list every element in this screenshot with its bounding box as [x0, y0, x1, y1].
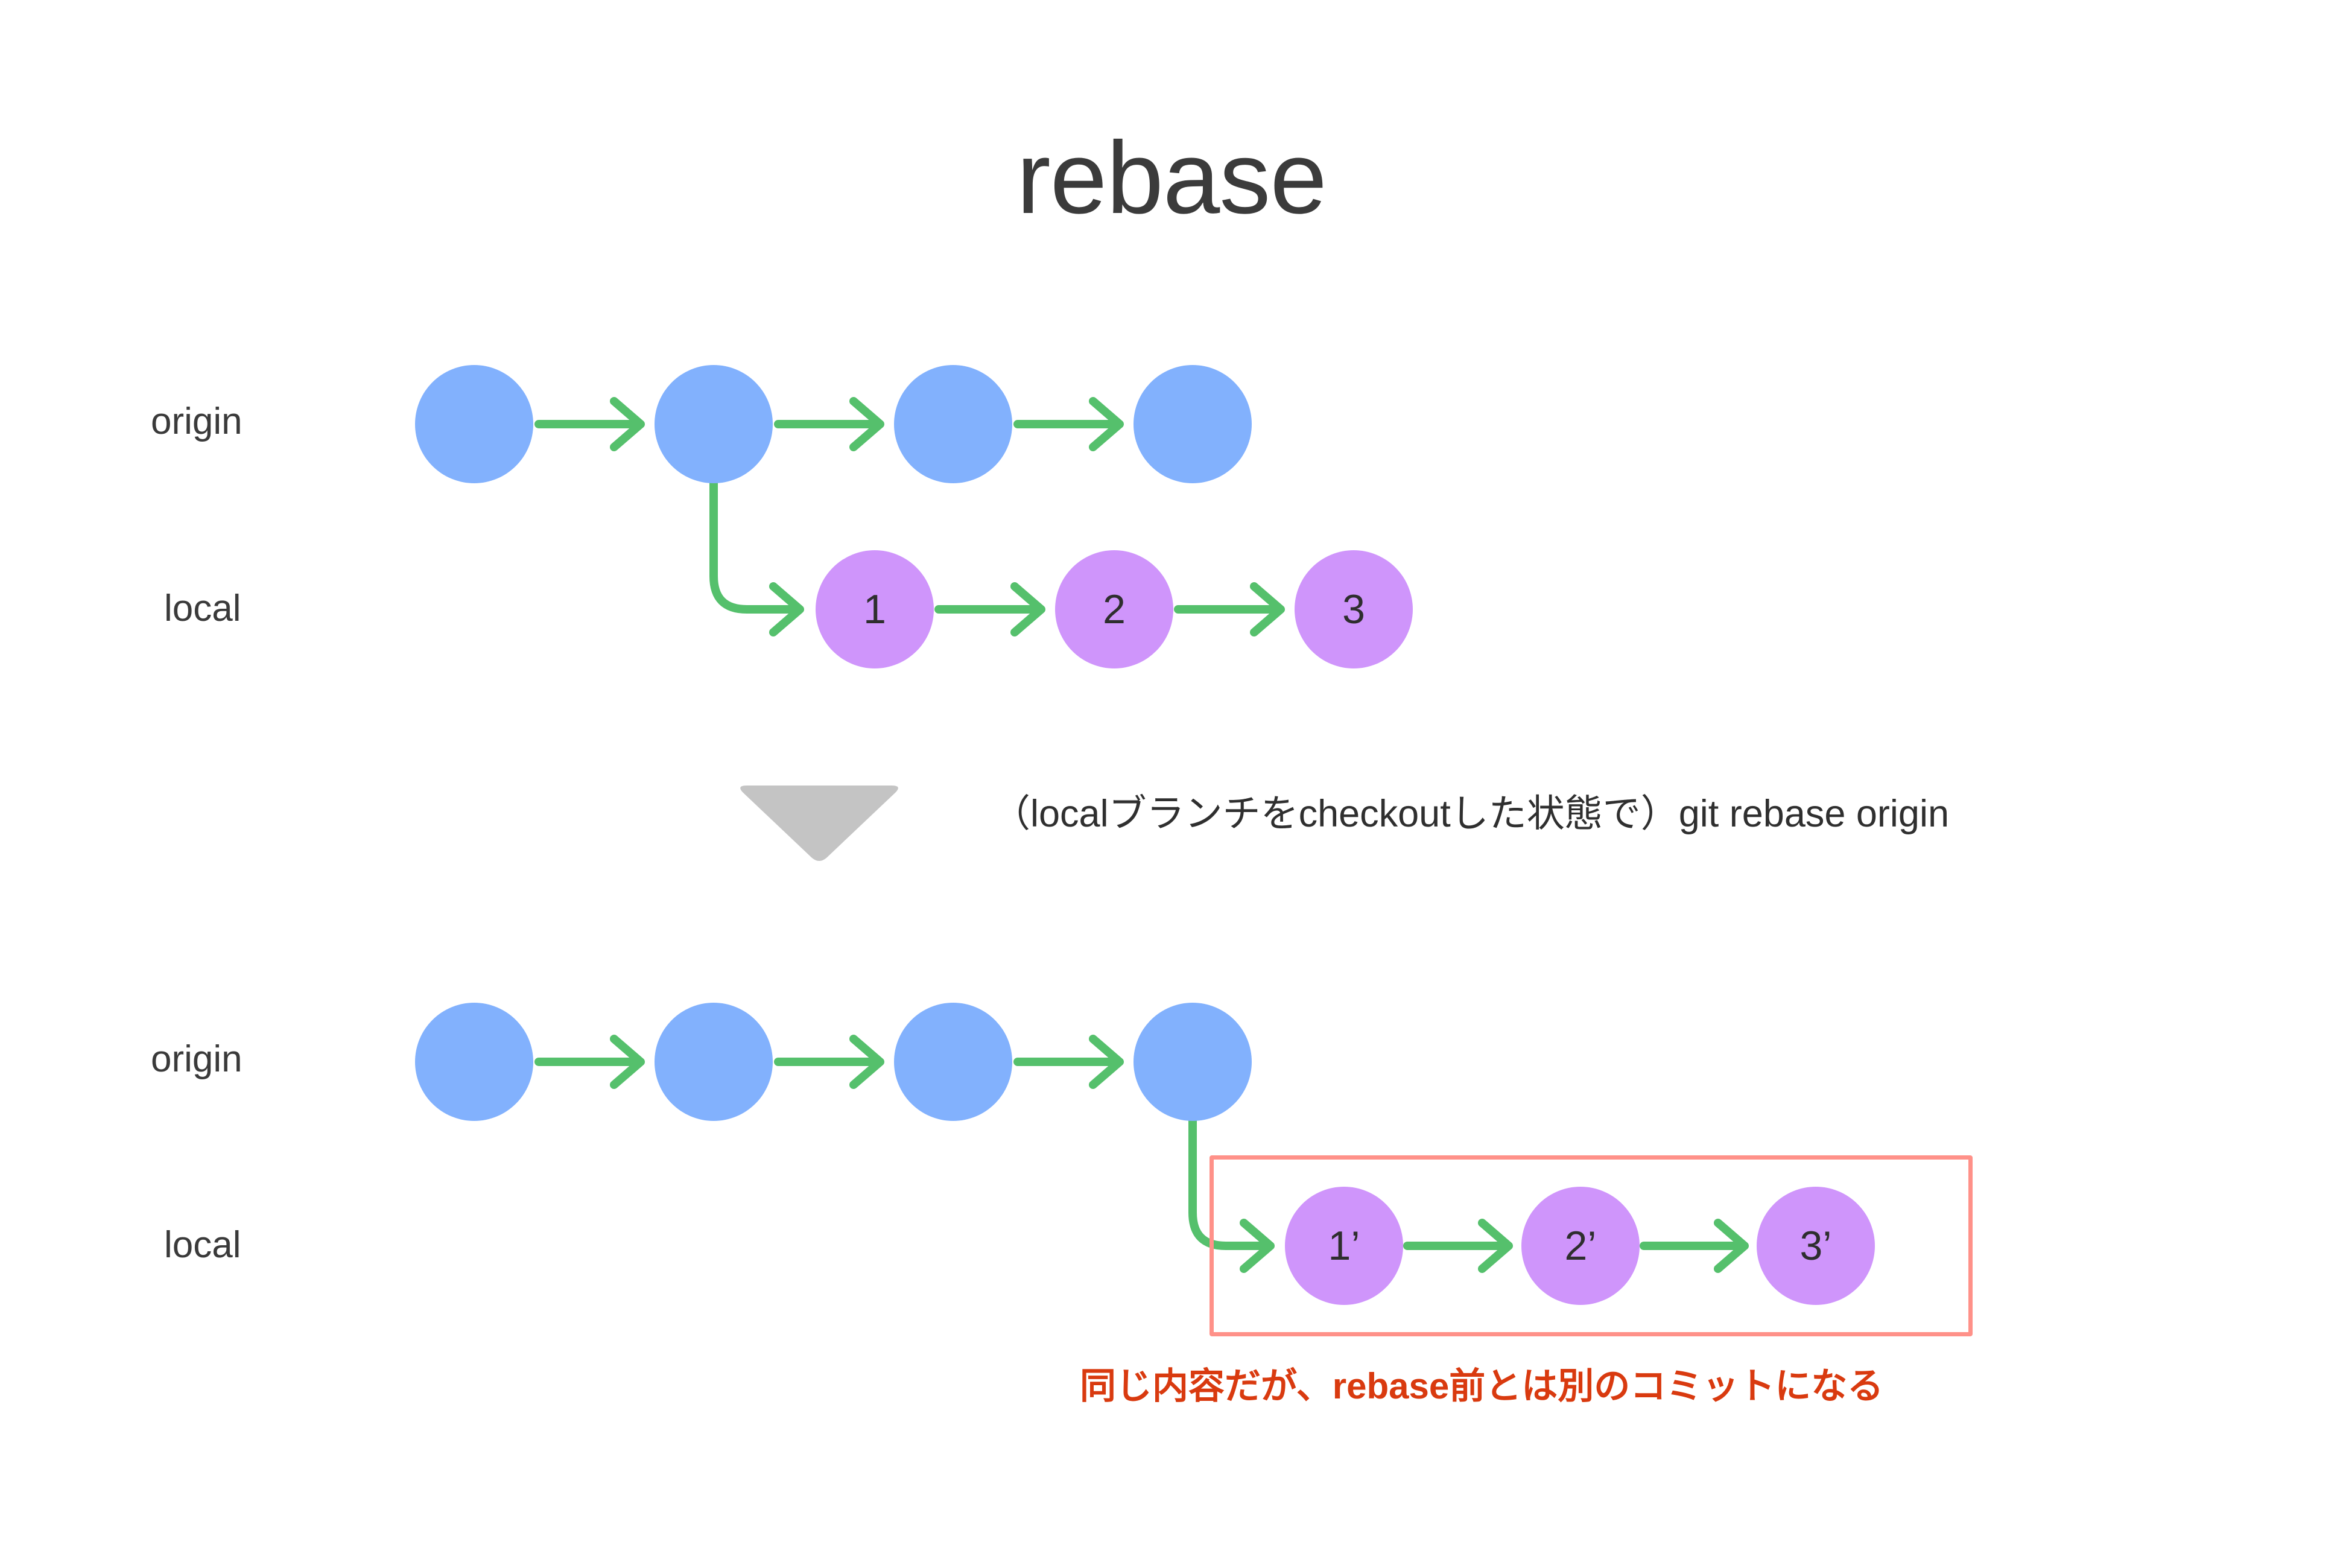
local-commit-node[interactable]: 3: [1295, 550, 1413, 668]
arrow-origin-1-2: [534, 397, 645, 451]
origin-commit-node[interactable]: [655, 365, 773, 483]
arrow-local-1-2: [934, 582, 1045, 636]
origin-commit-node[interactable]: [415, 365, 533, 483]
local-commit-node[interactable]: 3’: [1757, 1187, 1875, 1305]
arrow-origin2-3-4: [1013, 1035, 1124, 1089]
local-row-label-after: local: [164, 1224, 241, 1266]
origin-commit-node[interactable]: [1133, 1003, 1252, 1121]
page-title: rebase: [1016, 121, 1327, 235]
local-commit-node[interactable]: 2’: [1521, 1187, 1640, 1305]
local-row-label-before: local: [164, 588, 241, 629]
arrow-origin2-2-3: [774, 1035, 884, 1089]
arrow-origin-3-4: [1013, 397, 1124, 451]
arrow-origin2-1-2: [534, 1035, 645, 1089]
origin-row-label-after: origin: [151, 1038, 243, 1080]
arrow-origin-2-3: [774, 397, 884, 451]
origin-commit-node[interactable]: [655, 1003, 773, 1121]
origin-commit-node[interactable]: [1133, 365, 1252, 483]
origin-commit-node[interactable]: [894, 365, 1012, 483]
origin-row-label-before: origin: [151, 401, 243, 442]
local-commit-node[interactable]: 1: [816, 550, 934, 668]
local-commit-node[interactable]: 2: [1055, 550, 1173, 668]
transition-caption: （localブランチをcheckoutした状態で）git rebase orig…: [992, 793, 1949, 835]
rebased-commits-highlight-box: [1210, 1155, 1973, 1336]
local-commit-node[interactable]: 1’: [1285, 1187, 1403, 1305]
origin-commit-node[interactable]: [415, 1003, 533, 1121]
branch-line-top: [709, 478, 804, 636]
rebase-annotation-text: 同じ内容だが、rebase前とは別のコミットになる: [1080, 1366, 1884, 1406]
triangle-down-icon: [740, 786, 898, 861]
origin-commit-node[interactable]: [894, 1003, 1012, 1121]
arrow-local-2-3: [1174, 582, 1285, 636]
